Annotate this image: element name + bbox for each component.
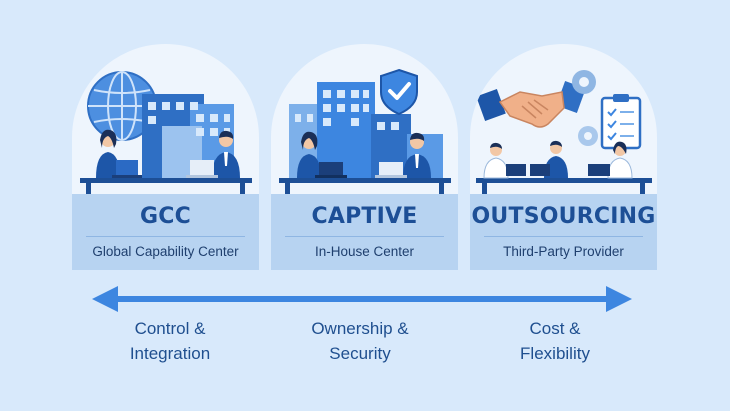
divider xyxy=(86,236,245,237)
spectrum-label-line: Security xyxy=(329,344,391,363)
card-captive: CAPTIVE In-House Center xyxy=(271,44,458,270)
person-laptop-icon xyxy=(483,142,526,179)
spectrum-label-line: Flexibility xyxy=(520,344,590,363)
card-title: GCC xyxy=(140,204,191,229)
card-captive-illustration xyxy=(271,44,458,194)
card-subtitle: Global Capability Center xyxy=(92,244,239,259)
divider xyxy=(484,236,643,237)
shield-check-icon xyxy=(380,68,418,116)
person-laptop-icon xyxy=(588,141,633,179)
card-title: OUTSOURCING xyxy=(471,204,656,229)
spectrum-label-line: Control & xyxy=(134,319,206,338)
spectrum-label-right: Cost & Flexibility xyxy=(465,316,645,366)
spectrum-label-line: Cost & xyxy=(529,319,581,338)
spectrum-label-line: Integration xyxy=(129,344,211,363)
person-laptop-icon xyxy=(186,130,240,178)
card-subtitle: Third-Party Provider xyxy=(503,244,624,259)
card-subtitle: In-House Center xyxy=(314,244,415,259)
spectrum-label-line: Ownership & xyxy=(311,319,409,338)
divider xyxy=(285,236,444,237)
card-outsourcing: OUTSOURCING Third-Party Provider xyxy=(470,44,657,270)
clipboard-checklist-icon xyxy=(600,94,642,150)
spectrum-label-middle: Ownership & Security xyxy=(270,316,450,366)
person-laptop-icon xyxy=(530,140,568,178)
person-laptop-icon xyxy=(375,132,431,178)
card-title: CAPTIVE xyxy=(311,204,418,229)
double-headed-arrow-icon xyxy=(92,286,632,312)
card-gcc-label-box: GCC Global Capability Center xyxy=(72,194,259,270)
card-outsourcing-label-box: OUTSOURCING Third-Party Provider xyxy=(470,194,657,270)
person-laptop-icon xyxy=(96,129,142,178)
card-captive-label-box: CAPTIVE In-House Center xyxy=(271,194,458,270)
card-outsourcing-illustration xyxy=(470,44,657,194)
spectrum-label-left: Control & Integration xyxy=(80,316,260,366)
card-gcc-illustration xyxy=(72,44,259,194)
card-gcc: GCC Global Capability Center xyxy=(72,44,259,270)
handshake-icon xyxy=(476,81,586,128)
gear-icon xyxy=(572,70,598,146)
person-laptop-icon xyxy=(297,131,347,178)
